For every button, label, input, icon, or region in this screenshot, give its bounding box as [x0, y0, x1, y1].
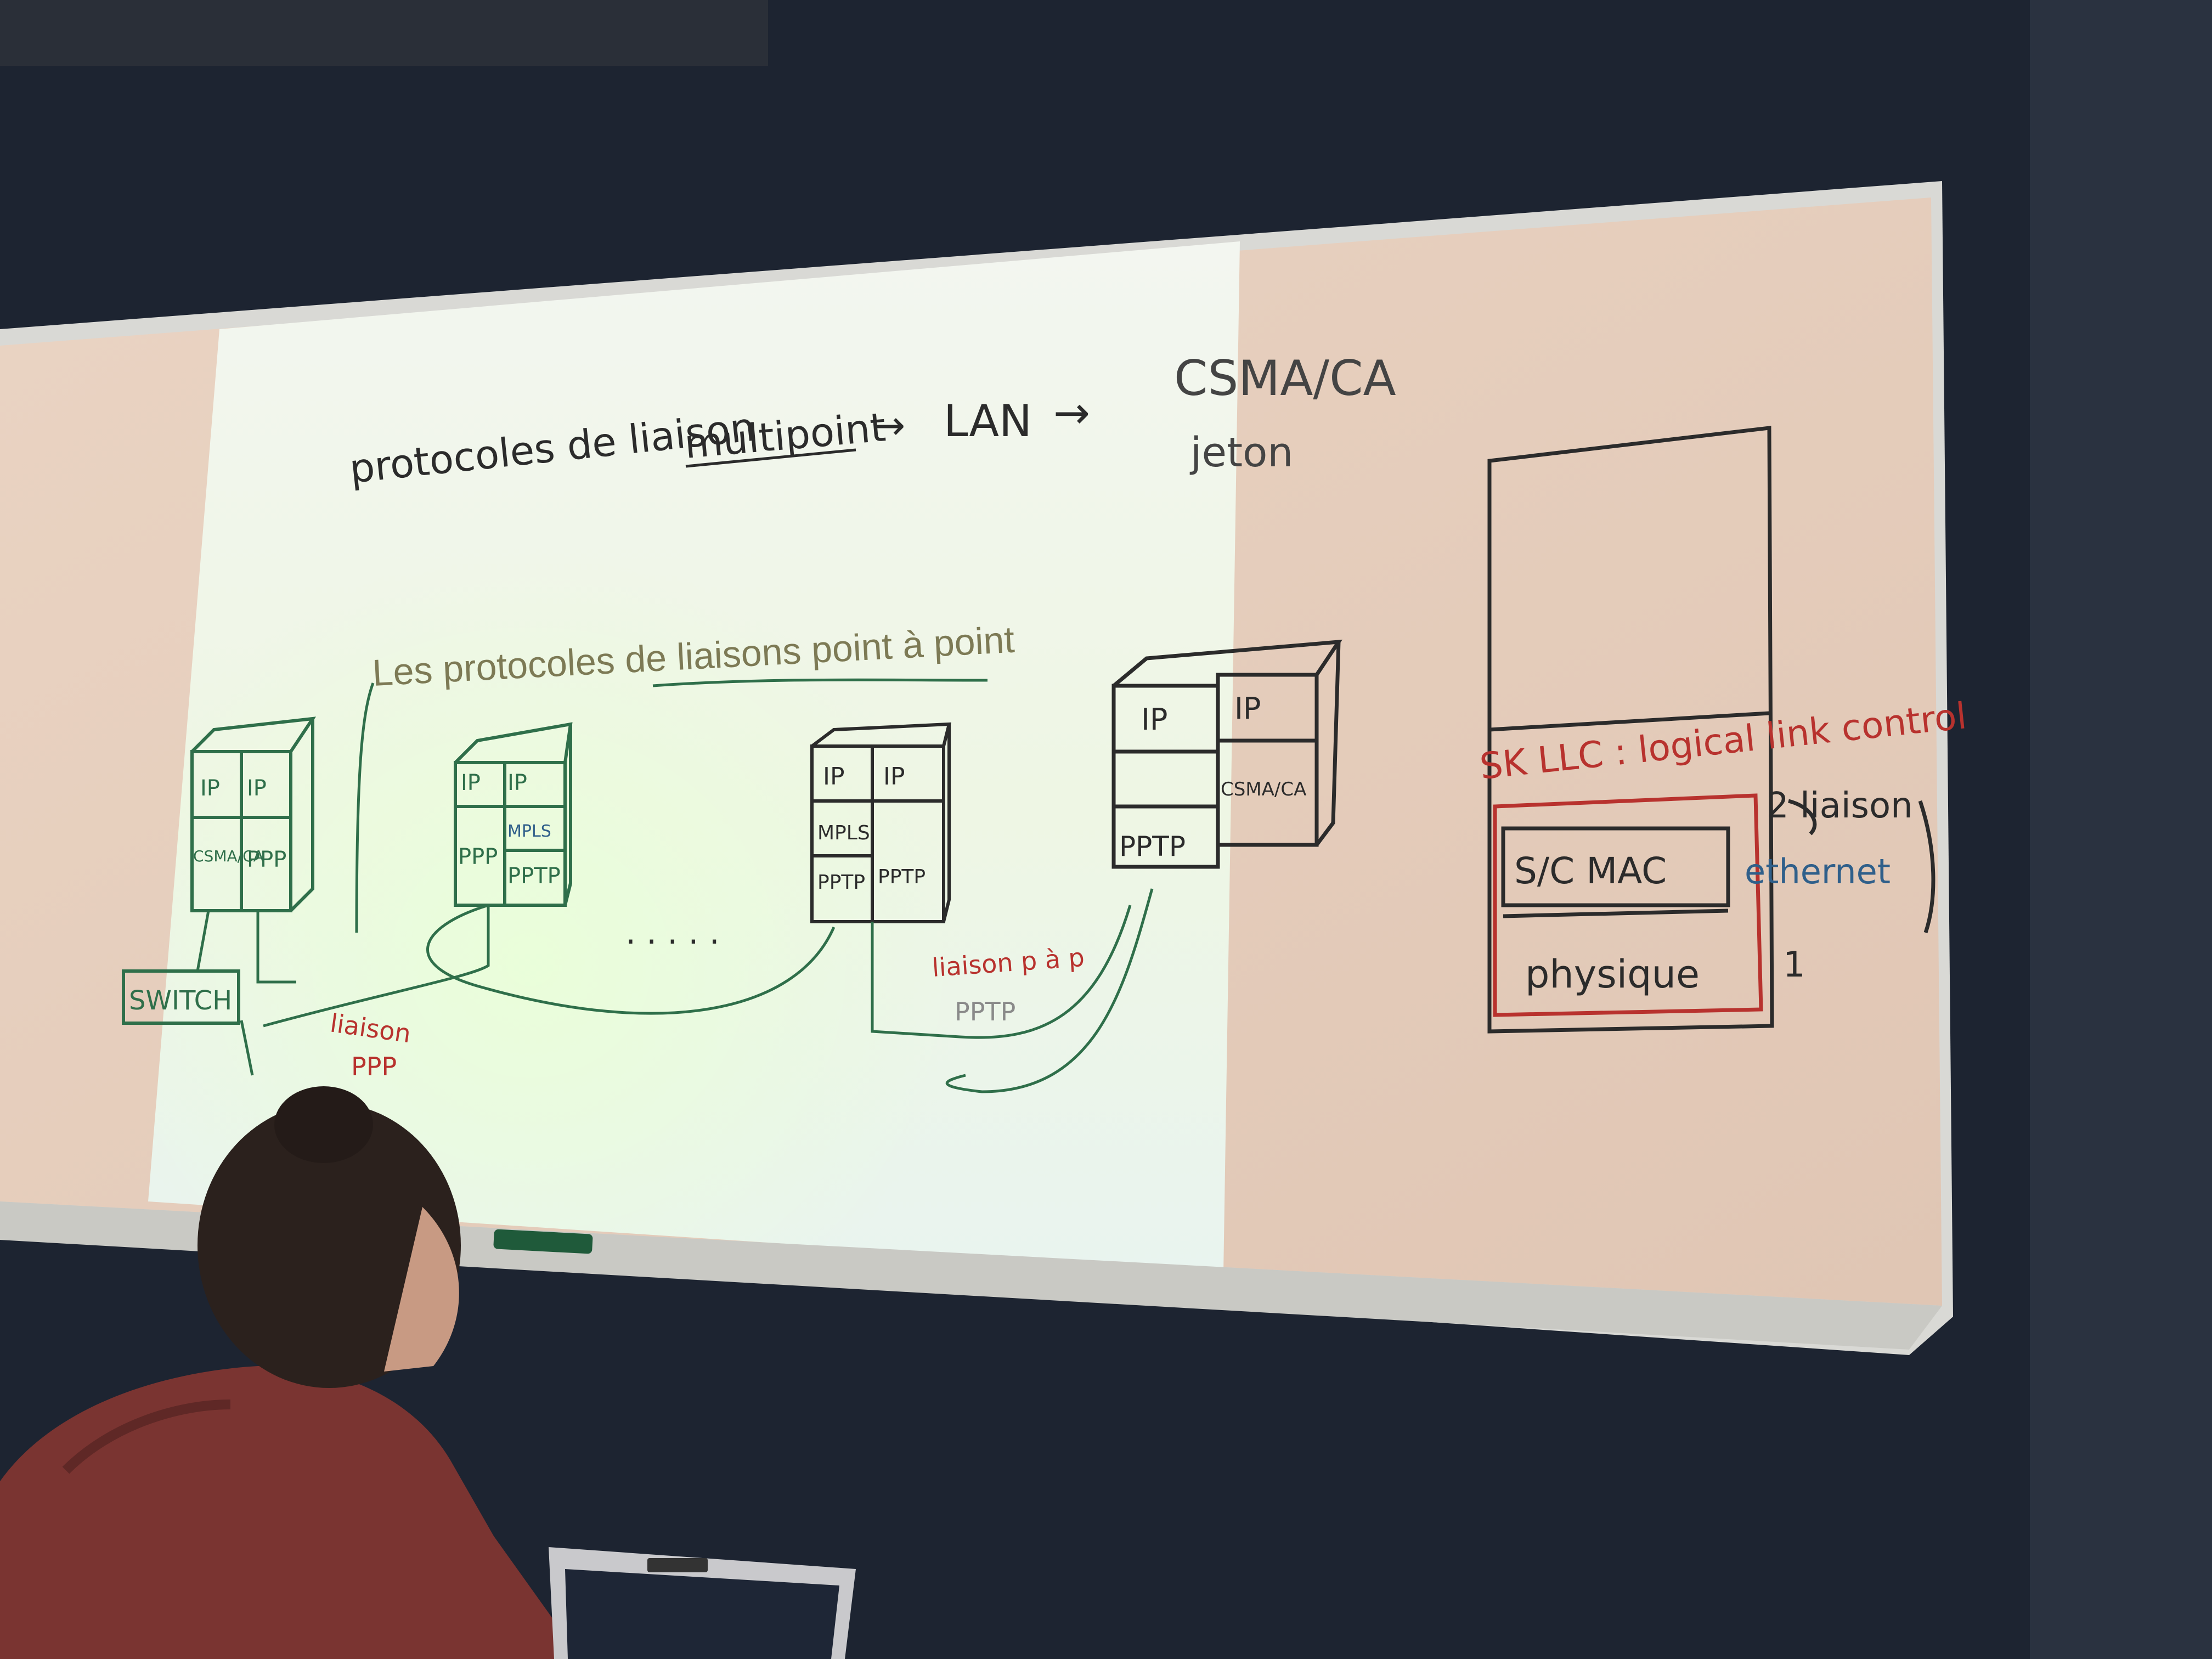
stack3-cell-1: IP [823, 763, 845, 791]
stack4-cell-4: CSMA/CA [1221, 778, 1306, 800]
stack4-cell-1: IP [1141, 702, 1168, 737]
laptop [549, 1547, 856, 1659]
text-jeton: jeton [1189, 429, 1293, 476]
stack3-cell-4: PPTP [817, 871, 865, 894]
text-lan: LAN [944, 396, 1032, 447]
protocol-stack-2 [454, 722, 573, 907]
mac-label: S/C MAC [1514, 850, 1667, 892]
stack1-cell-1: IP [200, 776, 220, 801]
link-ppp-label-2: PPP [351, 1052, 397, 1081]
stack2-cell-1: IP [461, 770, 481, 795]
text-csma: CSMA/CA [1174, 350, 1396, 407]
stack4-cell-3: PPTP [1119, 831, 1186, 862]
link-pptp-label-2: PPTP [955, 997, 1015, 1026]
layer-one-label: 1 [1783, 945, 1805, 985]
stack3-cell-5: PPTP [878, 866, 926, 888]
liaison-label: 2 liaison [1767, 786, 1913, 826]
ethernet-label: ethernet [1745, 851, 1891, 891]
stack4-cell-2: IP [1234, 691, 1261, 726]
stack1-cell-4: PPP [247, 847, 286, 872]
marker [493, 1229, 593, 1254]
stack1-cell-3: CSMA/CA [193, 847, 264, 865]
osi-diagram [1487, 426, 1936, 1034]
student-person [0, 1086, 582, 1659]
marker-tray [0, 1201, 1942, 1350]
stack3-cell-3: MPLS [817, 822, 870, 844]
stack2-cell-5: PPTP [507, 864, 561, 889]
stack1-cell-2: IP [247, 776, 267, 801]
stack2-cell-2: IP [507, 770, 527, 795]
switch-label: SWITCH [129, 985, 232, 1016]
wall-right-panel [2030, 0, 2212, 1659]
stack2-cell-3: MPLS [507, 822, 551, 841]
physical-label: physique [1525, 952, 1700, 997]
protocol-stack-3 [810, 722, 951, 923]
arrow-2: → [1053, 387, 1090, 438]
link-lines [196, 888, 1154, 1093]
stack3-cell-2: IP [883, 763, 905, 791]
protocol-stack-1 [190, 716, 317, 912]
laptop-screen [565, 1569, 839, 1659]
stack2-cell-4: PPP [458, 844, 498, 870]
switch-box: SWITCH [122, 969, 240, 1025]
dots: . . . . . [625, 913, 720, 952]
arrow-1: → [872, 402, 905, 448]
protocol-stack-4 [1111, 639, 1342, 869]
